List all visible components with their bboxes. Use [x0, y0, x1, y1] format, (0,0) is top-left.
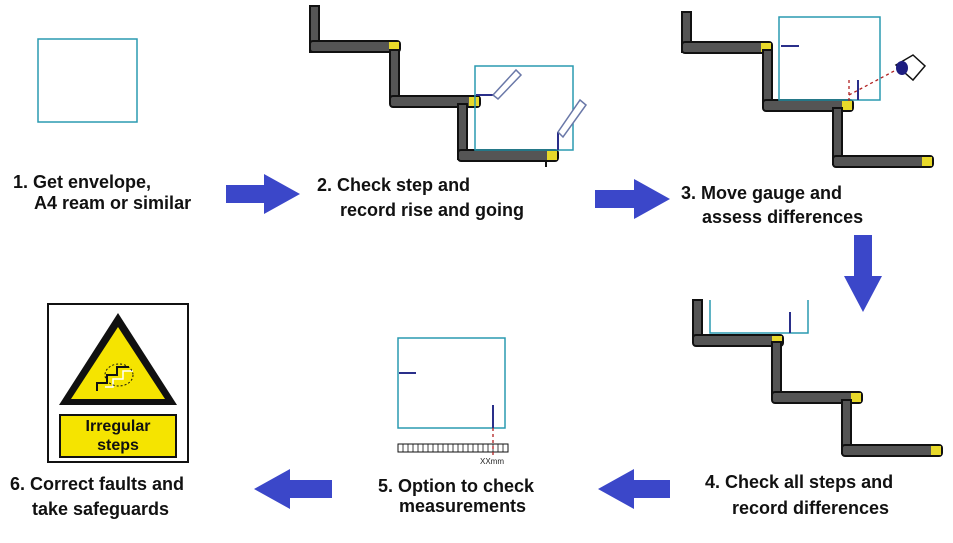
gauge-outline-4: [709, 300, 809, 334]
measuring-scale: [397, 443, 509, 453]
flow-arrow-down: [844, 235, 882, 312]
gauge-outline-5: [397, 337, 506, 429]
step-3-line-1: 3. Move gauge and: [681, 183, 843, 203]
step-3-line-2: assess differences: [702, 207, 864, 227]
gauge-outline-3: [778, 16, 881, 101]
step-1-line-1: 1. Get envelope,: [13, 172, 152, 192]
scale-label: XXmm: [480, 457, 504, 466]
step-5-line-2: measurements: [399, 496, 527, 516]
step-5-line-1: 5. Option to check: [378, 476, 535, 496]
sign-label-line-1: Irregular: [85, 418, 151, 435]
stairs-panel-2: [309, 5, 559, 167]
stairs-panel-4: [692, 299, 943, 457]
warning-sign: Irregular steps: [47, 303, 189, 463]
step-2-line-2: record rise and going: [340, 200, 525, 220]
step-2-line-1: 2. Check step and: [317, 175, 471, 195]
sign-label-line-2: steps: [97, 437, 139, 454]
eye-icon: [894, 54, 927, 82]
warning-triangle-icon: [59, 313, 177, 405]
pencil-icon: [476, 68, 523, 101]
gauge-outline-2: [474, 65, 574, 151]
step-6-line-1: 6. Correct faults and: [10, 474, 185, 494]
flow-arrow-right: [226, 174, 300, 214]
stairs-panel-3: [681, 11, 934, 168]
flow-arrow-left: [598, 469, 670, 509]
pencil-icon: [557, 98, 588, 150]
step-4-line-2: record differences: [732, 498, 890, 518]
step-6-line-2: take safeguards: [32, 499, 170, 519]
step-4-line-1: 4. Check all steps and: [705, 472, 894, 492]
flow-arrow-left: [254, 469, 332, 509]
envelope-outline: [37, 38, 138, 123]
flow-arrow-right: [595, 179, 670, 219]
sign-label: Irregular steps: [59, 414, 177, 458]
step-1-line-2: A4 ream or similar: [34, 193, 192, 213]
